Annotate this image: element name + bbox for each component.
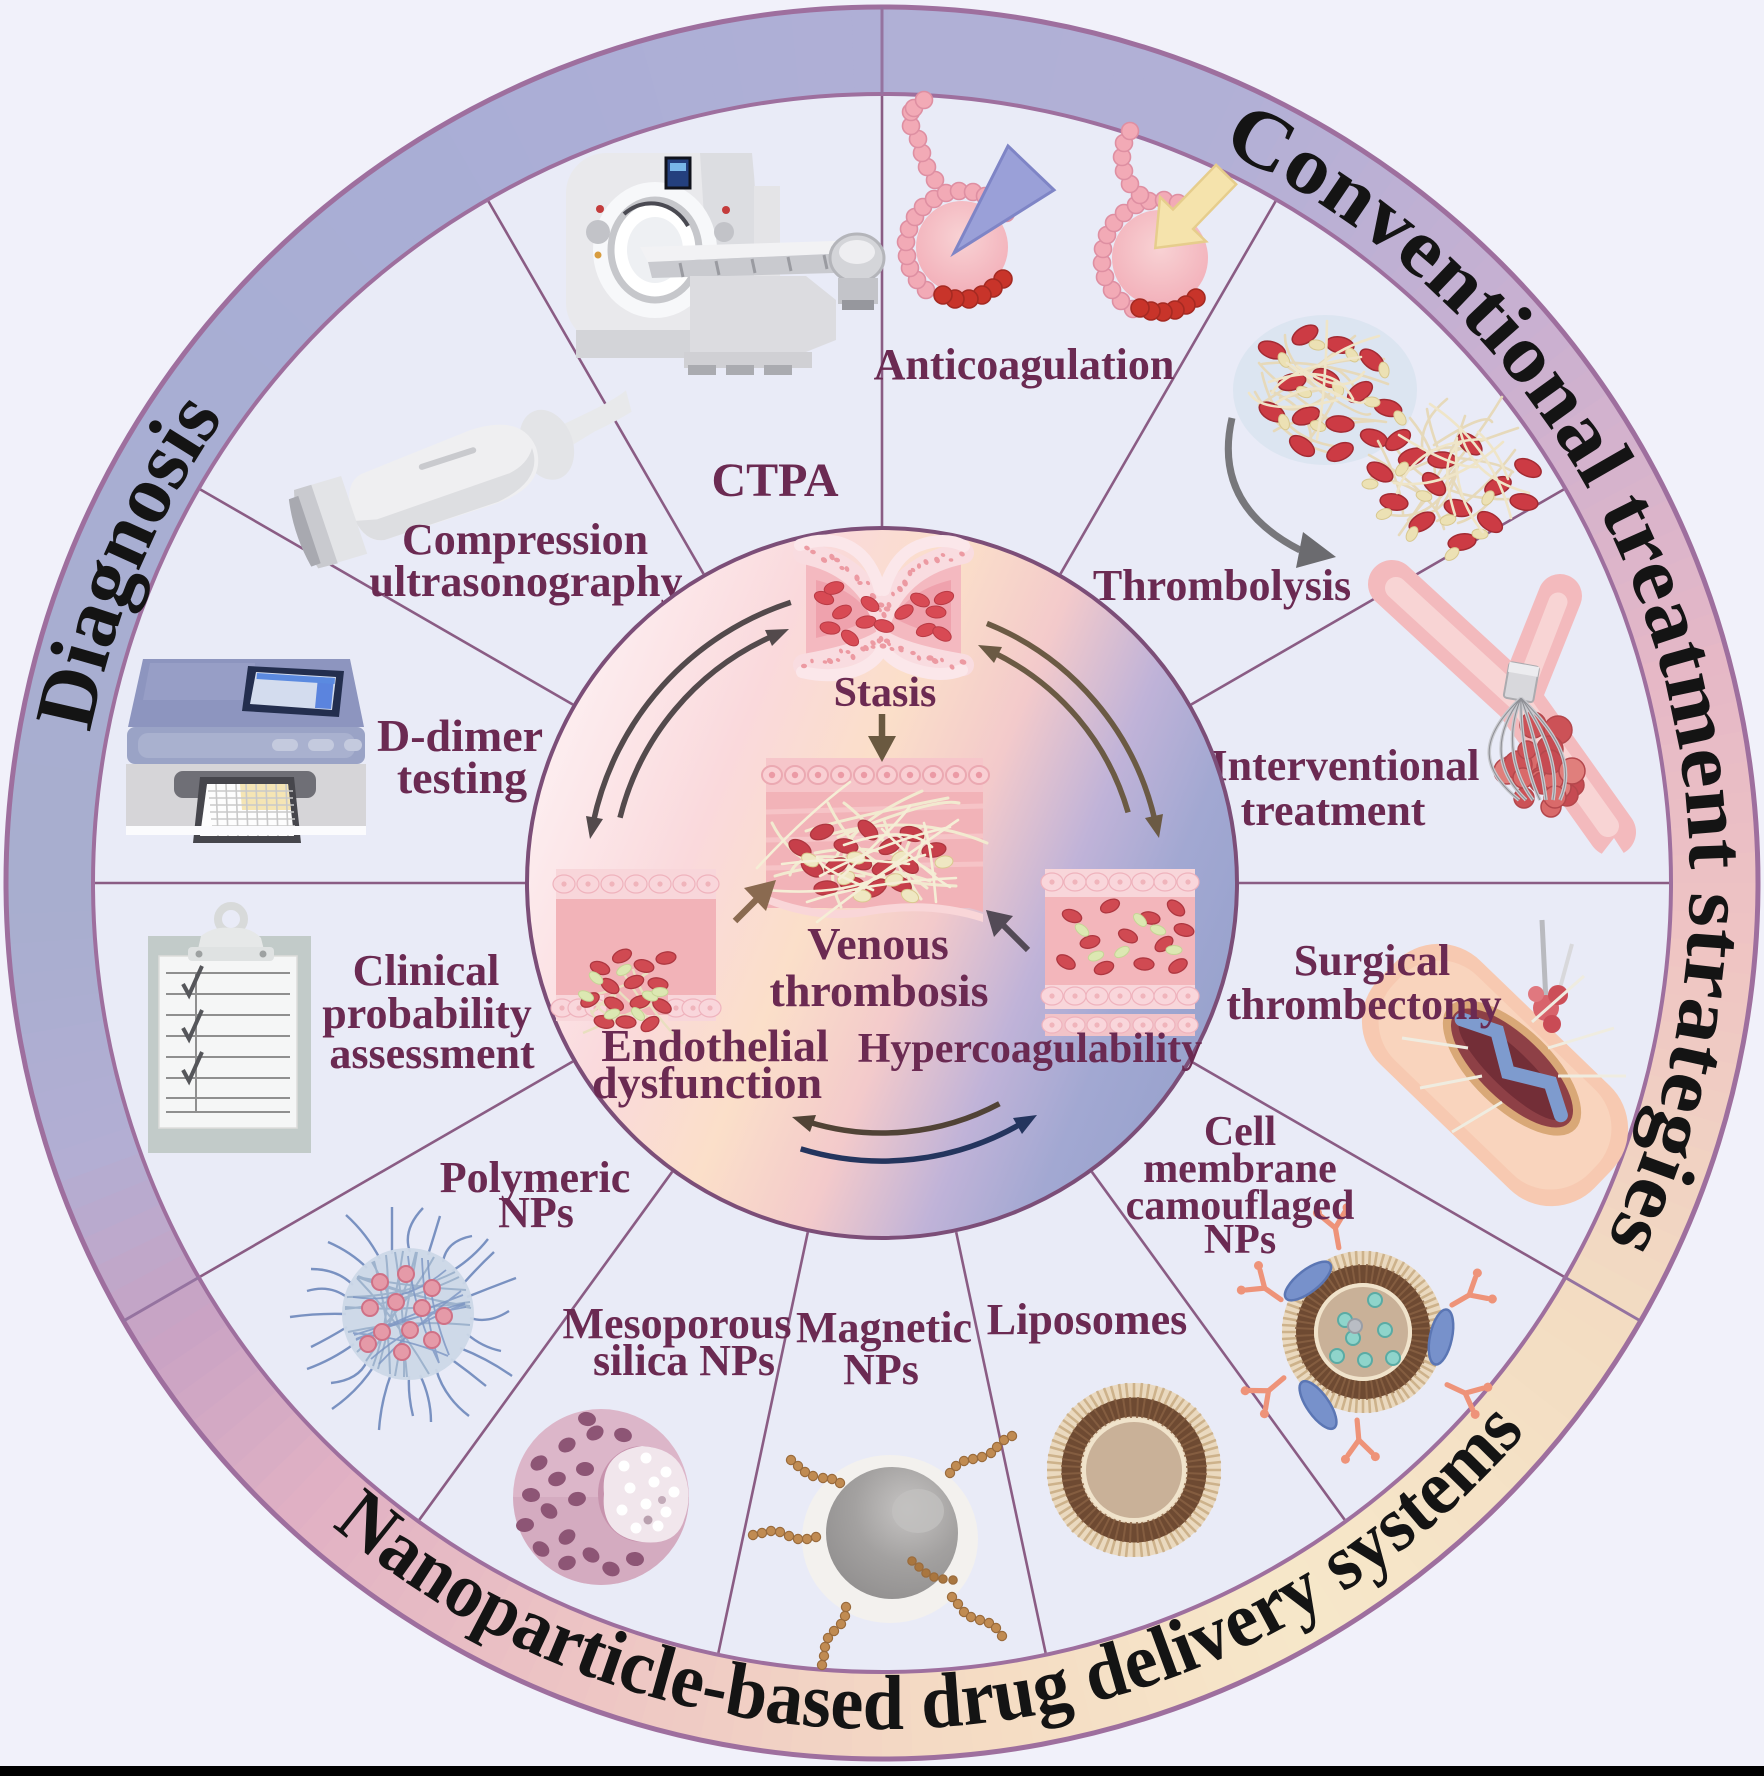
svg-text:probability: probability — [322, 989, 531, 1038]
svg-text:Polymeric: Polymeric — [440, 1153, 631, 1202]
svg-text:Clinical: Clinical — [353, 946, 500, 995]
svg-text:Interventional: Interventional — [1211, 741, 1480, 790]
svg-text:NPs: NPs — [1204, 1217, 1276, 1263]
svg-text:dysfunction: dysfunction — [592, 1057, 822, 1108]
svg-text:Compression: Compression — [402, 515, 648, 564]
svg-text:Venous: Venous — [807, 918, 948, 969]
svg-text:thrombosis: thrombosis — [770, 965, 989, 1016]
svg-text:CTPA: CTPA — [711, 454, 838, 507]
svg-text:Mesoporous: Mesoporous — [563, 1299, 792, 1348]
svg-text:camouflaged: camouflaged — [1126, 1183, 1355, 1229]
svg-text:membrane: membrane — [1143, 1146, 1337, 1192]
svg-text:assessment: assessment — [329, 1029, 535, 1078]
svg-text:Thrombolysis: Thrombolysis — [1093, 561, 1351, 610]
svg-text:Anticoagulation: Anticoagulation — [874, 340, 1175, 389]
svg-text:treatment: treatment — [1241, 786, 1426, 835]
svg-text:Liposomes: Liposomes — [987, 1295, 1187, 1344]
svg-text:Magnetic: Magnetic — [796, 1303, 972, 1352]
svg-text:Hypercoagulability: Hypercoagulability — [858, 1026, 1203, 1072]
svg-text:Stasis: Stasis — [834, 670, 937, 716]
svg-text:Surgical: Surgical — [1294, 936, 1450, 985]
svg-text:D-dimer: D-dimer — [377, 710, 543, 761]
svg-text:ultrasonography: ultrasonography — [370, 557, 683, 606]
svg-text:Cell: Cell — [1204, 1109, 1276, 1155]
svg-text:thrombectomy: thrombectomy — [1226, 980, 1501, 1029]
svg-text:NPs: NPs — [843, 1345, 919, 1394]
svg-text:testing: testing — [397, 752, 527, 803]
svg-text:Endothelial: Endothelial — [601, 1020, 829, 1071]
svg-text:silica NPs: silica NPs — [593, 1336, 775, 1385]
svg-text:NPs: NPs — [498, 1188, 574, 1237]
